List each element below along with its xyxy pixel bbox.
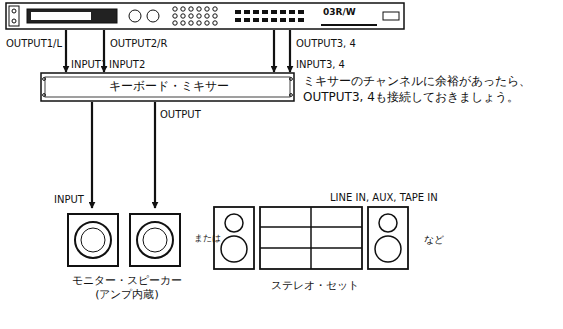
output-label: OUTPUT xyxy=(160,109,201,120)
input-label: INPUT3, 4 xyxy=(296,59,345,70)
node-label: キーボード・ミキサー xyxy=(40,79,297,94)
stereo-set: ステレオ・セット xyxy=(210,205,420,295)
note-text: ミキサーのチャンネルに余裕があったら、 OUTPUT3, 4も接続しておきましょ… xyxy=(303,74,557,105)
output-label: OUTPUT1/L xyxy=(6,38,62,49)
signal-arrow xyxy=(154,102,156,208)
input-label: INPUT2 xyxy=(109,59,145,70)
or-text: または xyxy=(194,234,221,244)
mixer-box: キーボード・ミキサー xyxy=(40,72,297,102)
stereo-set-drawing xyxy=(210,205,418,273)
sound-module: 03R/W xyxy=(5,2,405,30)
signal-arrow xyxy=(65,30,67,72)
signal-arrow xyxy=(273,30,275,72)
etc-text: など xyxy=(424,234,444,245)
monitor-speakers: モニター・スピーカー (アンプ内蔵) xyxy=(62,208,192,304)
monitor-speakers-drawing xyxy=(62,208,192,270)
node-label: ステレオ・セット xyxy=(210,279,420,293)
output-label: OUTPUT2/R xyxy=(110,38,167,49)
output-label: OUTPUT3, 4 xyxy=(296,38,356,49)
signal-arrow xyxy=(91,102,93,208)
input-label: LINE IN, AUX, TAPE IN xyxy=(330,192,438,203)
signal-arrow xyxy=(289,30,291,72)
input-label: INPUT1 xyxy=(71,59,107,70)
node-label: モニター・スピーカー (アンプ内蔵) xyxy=(65,274,189,302)
input-label: INPUT xyxy=(54,194,84,205)
node-label: 03R/W xyxy=(323,7,356,18)
